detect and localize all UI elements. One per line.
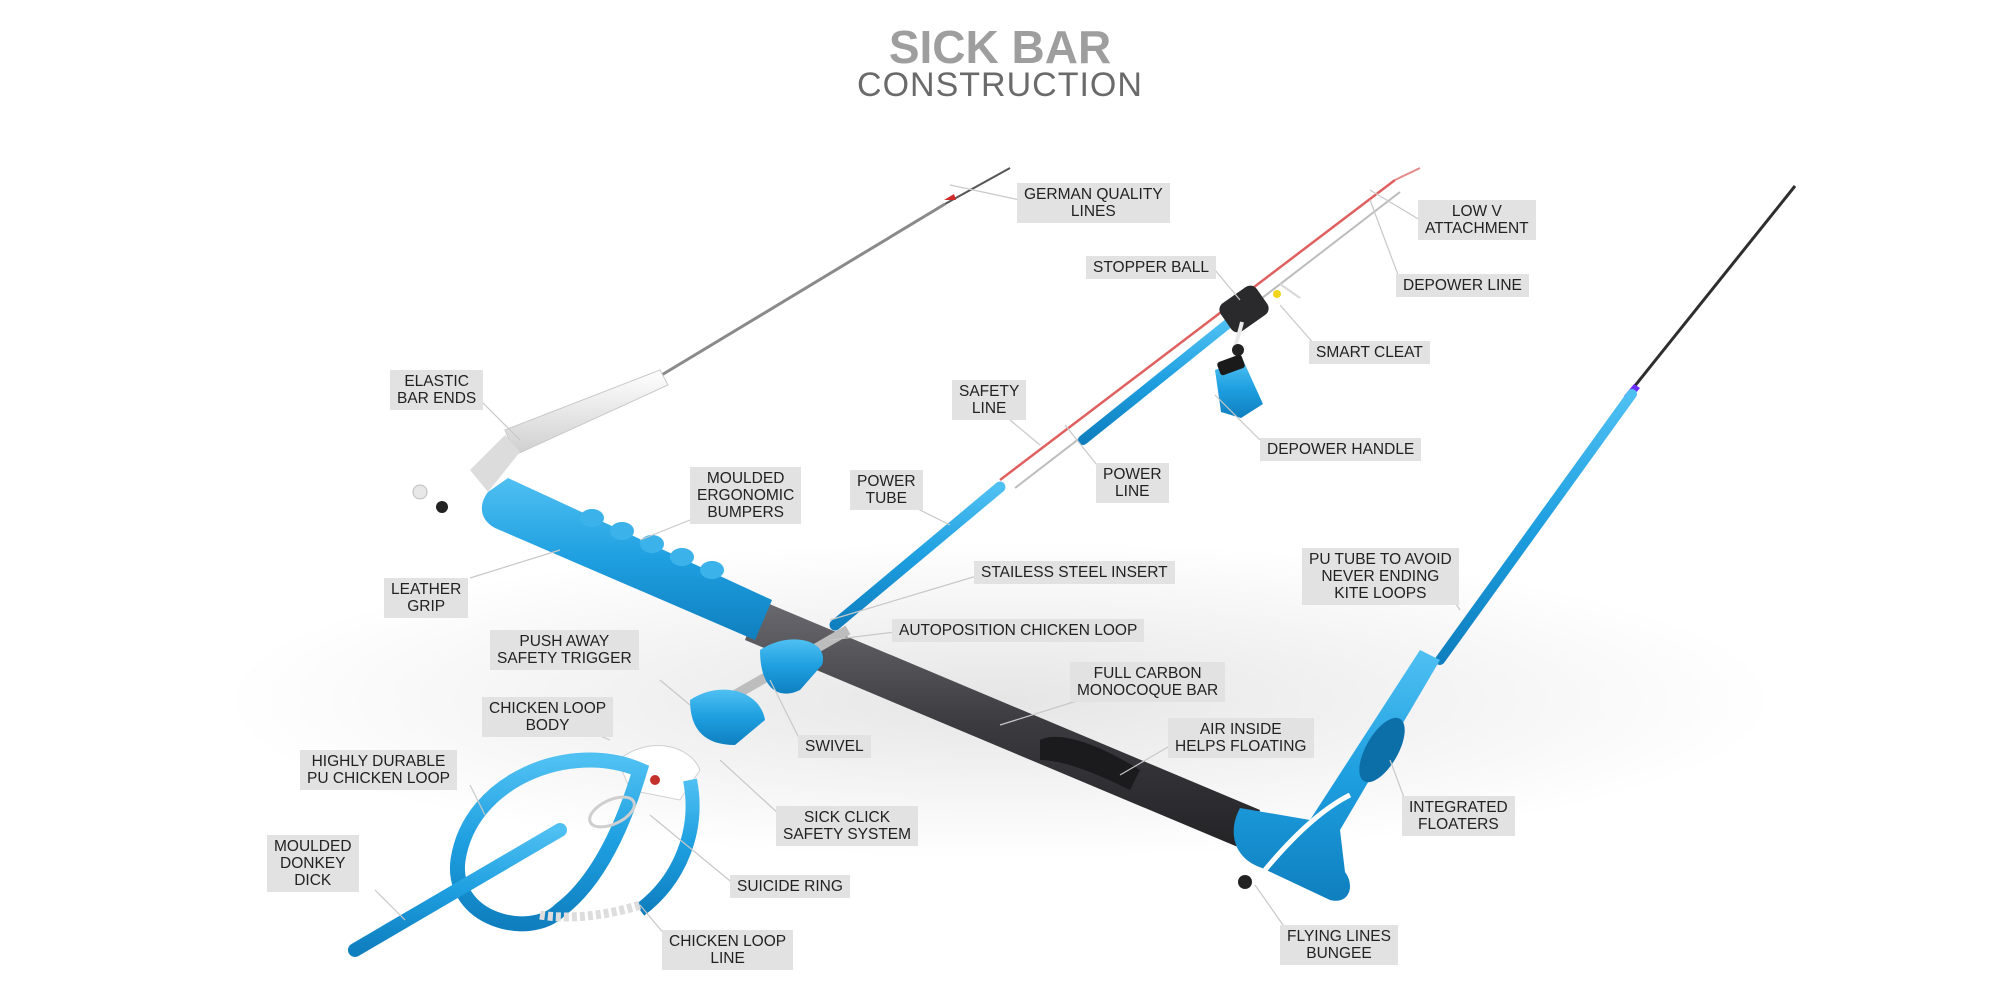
right-flying-line (1435, 185, 1797, 665)
label-flying-lines-bungee: FLYING LINES BUNGEE (1280, 925, 1398, 965)
label-depower-handle: DEPOWER HANDLE (1260, 438, 1422, 461)
label-moulded-ergonomic-bumpers: MOULDED ERGONOMIC BUMPERS (690, 467, 802, 524)
chicken-loop-assembly (348, 625, 851, 957)
label-depower-line: DEPOWER LINE (1396, 274, 1529, 297)
label-leather-grip: LEATHER GRIP (384, 578, 469, 618)
label-safety-line: SAFETY LINE (952, 380, 1027, 420)
label-power-tube: POWER TUBE (850, 470, 923, 510)
label-pu-tube: PU TUBE TO AVOID NEVER ENDING KITE LOOPS (1302, 548, 1459, 605)
label-low-v-attachment: LOW V ATTACHMENT (1418, 200, 1536, 240)
label-chicken-loop-body: CHICKEN LOOP BODY (482, 697, 614, 737)
diagram-subtitle: CONSTRUCTION (857, 66, 1143, 104)
label-autoposition-chicken-loop: AUTOPOSITION CHICKEN LOOP (892, 619, 1145, 642)
label-power-line: POWER LINE (1096, 463, 1169, 503)
label-air-inside: AIR INSIDE HELPS FLOATING (1168, 718, 1314, 758)
label-smart-cleat: SMART CLEAT (1309, 341, 1430, 364)
label-stopper-ball: STOPPER BALL (1086, 256, 1217, 279)
label-swivel: SWIVEL (798, 735, 871, 758)
label-sick-click: SICK CLICK SAFETY SYSTEM (776, 806, 919, 846)
diagram-title: SICK BAR (888, 21, 1112, 73)
label-highly-durable-pu: HIGHLY DURABLE PU CHICKEN LOOP (300, 750, 457, 790)
label-full-carbon-bar: FULL CARBON MONOCOQUE BAR (1070, 662, 1226, 702)
label-chicken-loop-line: CHICKEN LOOP LINE (662, 930, 794, 970)
label-german-quality-lines: GERMAN QUALITY LINES (1017, 183, 1170, 223)
label-elastic-bar-ends: ELASTIC BAR ENDS (390, 370, 484, 410)
ground-shadow (220, 540, 1780, 860)
left-flying-line (412, 167, 1011, 513)
label-push-away-safety-trigger: PUSH AWAY SAFETY TRIGGER (490, 630, 639, 670)
label-suicide-ring: SUICIDE RING (730, 875, 850, 898)
label-moulded-donkey-dick: MOULDED DONKEY DICK (267, 835, 359, 892)
main-bar (481, 478, 1440, 901)
label-integrated-floaters: INTEGRATED FLOATERS (1402, 796, 1515, 836)
center-lines (829, 167, 1421, 631)
label-stailess-steel-insert: STAILESS STEEL INSERT (974, 561, 1175, 584)
